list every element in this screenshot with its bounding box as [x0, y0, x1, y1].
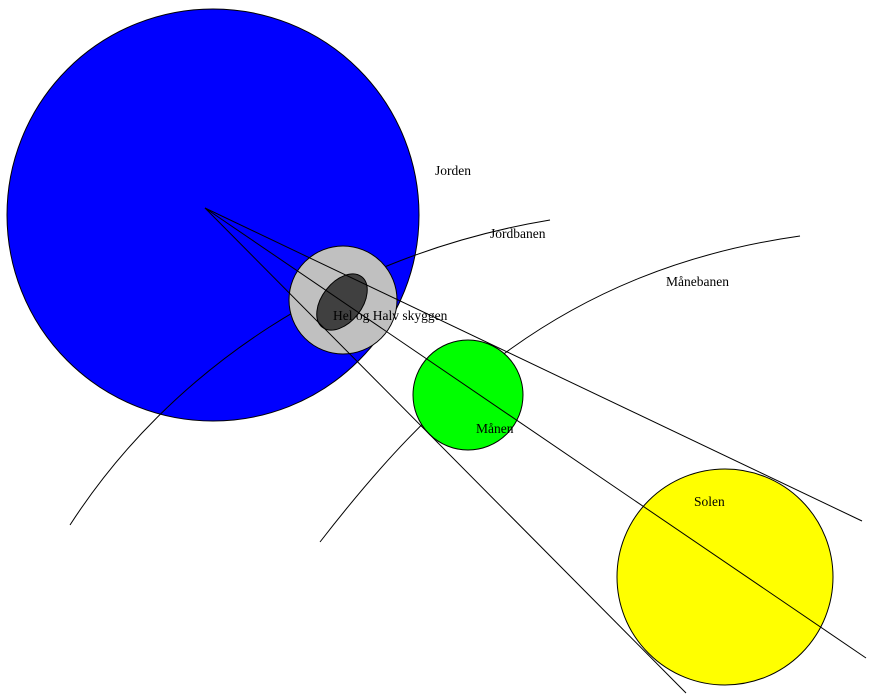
umbra-ellipse — [316, 273, 368, 331]
label-sun: Solen — [694, 494, 725, 509]
label-moon: Månen — [476, 421, 514, 436]
sun-circle — [616, 468, 834, 686]
label-shadow: Hel og Halv skyggen — [333, 308, 448, 323]
label-earth: Jorden — [435, 163, 471, 178]
shadow-ray-upper — [204, 207, 863, 522]
label-earth-orbit: Jordbanen — [490, 226, 546, 241]
shadow-ray-lower — [204, 207, 687, 694]
moon-orbit-curve — [319, 235, 801, 543]
label-moon-orbit: Månebanen — [666, 274, 729, 289]
earth-circle — [6, 8, 420, 422]
earth-orbit-curve — [69, 219, 551, 526]
moon-circle — [412, 339, 524, 451]
shadow-ray-middle — [204, 207, 867, 659]
